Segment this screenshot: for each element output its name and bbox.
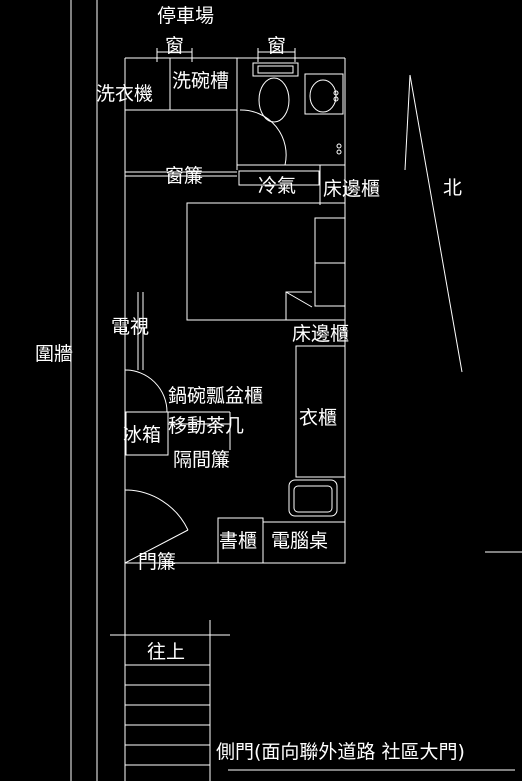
toilet-tank bbox=[252, 62, 299, 77]
computer-desk-label: 電腦桌 bbox=[271, 530, 329, 552]
window-right-label: 窗 bbox=[267, 35, 287, 57]
tv-label: 電視 bbox=[111, 316, 150, 338]
sink-label: 洗碗槽 bbox=[172, 70, 230, 92]
wash-basin bbox=[304, 73, 344, 115]
pillow-1 bbox=[314, 217, 346, 264]
wardrobe bbox=[295, 345, 346, 478]
chair bbox=[288, 479, 338, 517]
entry-door-swing bbox=[124, 489, 189, 531]
bedside-cabinet-top-label: 床邊櫃 bbox=[323, 178, 381, 200]
toilet-bowl bbox=[258, 77, 290, 123]
side-door-label: 側門(面向聯外道路 社區大門) bbox=[216, 741, 465, 763]
stair-treads bbox=[125, 664, 210, 766]
bedside-cabinet-mid-label: 床邊櫃 bbox=[292, 323, 350, 345]
aircon-label: 冷氣 bbox=[258, 175, 297, 197]
washing-machine-label: 洗衣機 bbox=[96, 83, 154, 105]
pots-cabinet-label: 鍋碗瓢盆櫃 bbox=[168, 385, 264, 407]
bookcase-label: 書櫃 bbox=[219, 530, 258, 552]
bed-fold bbox=[285, 291, 312, 320]
fridge bbox=[125, 411, 169, 456]
fence-label: 圍牆 bbox=[35, 343, 74, 365]
partition-curtain-label: 隔間簾 bbox=[173, 449, 231, 471]
fridge-label: 冰箱 bbox=[123, 424, 162, 446]
computer-desk bbox=[262, 521, 346, 564]
movable-table-label: 移動茶几 bbox=[168, 415, 245, 437]
kitchen-door-swing bbox=[124, 369, 168, 413]
north-arrow-line bbox=[409, 74, 463, 373]
upstairs-label: 往上 bbox=[147, 641, 186, 663]
bathroom-door-swing bbox=[239, 109, 287, 166]
north-label: 北 bbox=[443, 177, 463, 199]
curtain-label: 窗簾 bbox=[165, 165, 204, 187]
door-curtain-label: 門簾 bbox=[138, 551, 177, 573]
window-left-label: 窗 bbox=[165, 35, 185, 57]
parking-label: 停車場 bbox=[157, 5, 215, 27]
bed bbox=[186, 202, 346, 321]
pillow-2 bbox=[314, 262, 346, 307]
wardrobe-label: 衣櫃 bbox=[299, 407, 338, 429]
aircon-unit bbox=[238, 170, 320, 186]
